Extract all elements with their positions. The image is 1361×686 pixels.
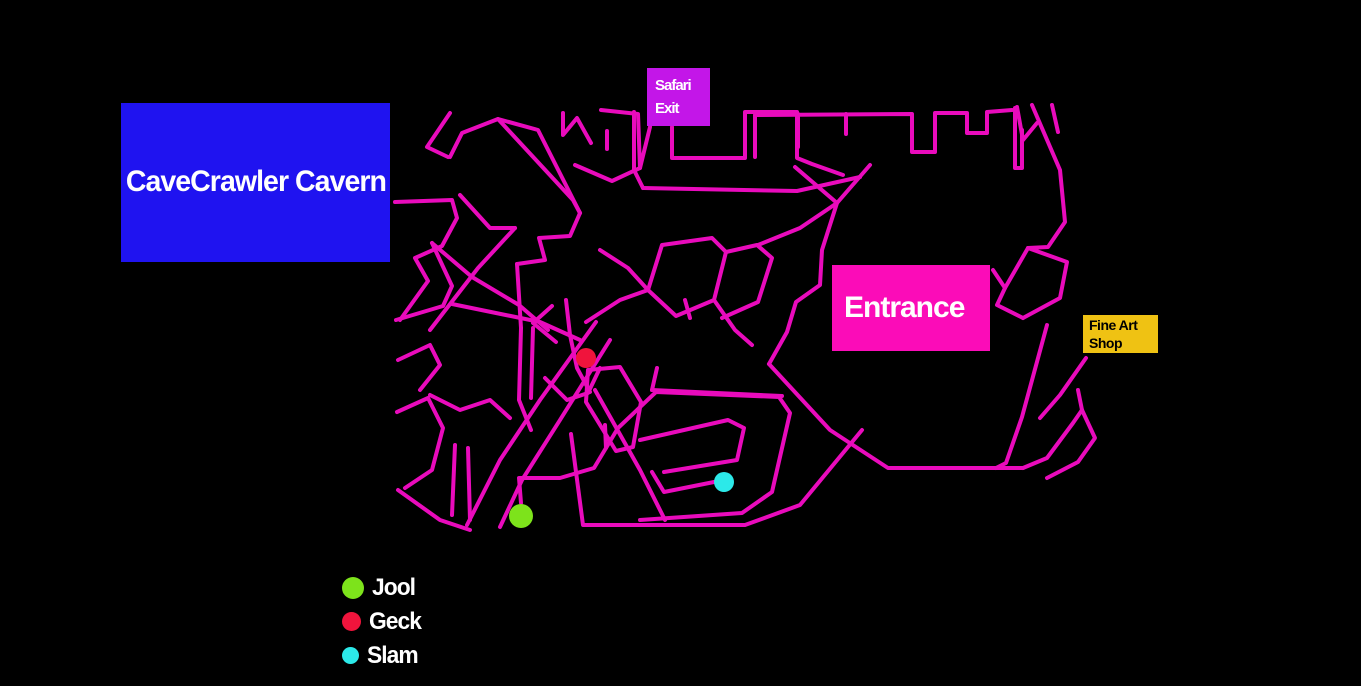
cave-passage-line (1045, 408, 1097, 480)
cave-passage-line (1013, 106, 1024, 170)
cave-passage-line (712, 298, 754, 347)
entrance-box: Entrance (832, 265, 990, 351)
cave-passage-line (561, 111, 593, 145)
jool-legend-label: Jool (372, 573, 416, 601)
marker-jool (509, 504, 533, 528)
cave-passage-line (756, 201, 839, 247)
cave-passage-line (994, 323, 1049, 470)
marker-slam (714, 472, 734, 492)
cave-passage-line (515, 262, 523, 330)
cave-passage-line (425, 111, 452, 159)
cave-passage-line (584, 365, 643, 453)
safari-exit-line1: Safari (655, 76, 692, 94)
cave-passage-line (632, 110, 645, 190)
cave-passage-line (1038, 356, 1088, 420)
cave-passage-line (466, 446, 472, 522)
cave-passage-line (638, 418, 746, 474)
fine-art-line2: Shop (1089, 335, 1123, 351)
cave-passage-line (650, 366, 659, 392)
geck-legend-dot (342, 612, 361, 631)
safari-exit-label: Safari Exit (655, 74, 692, 121)
cave-passage-line (531, 304, 558, 344)
cave-passage-line (616, 390, 792, 522)
cave-passage-line (767, 362, 1025, 470)
cave-passage-line (517, 426, 620, 505)
cave-passage-line (496, 117, 582, 215)
cave-passage-line (394, 241, 454, 322)
cave-passage-line (603, 423, 608, 450)
map-title-box: CaveCrawler Cavern (121, 103, 390, 262)
slam-legend-dot (342, 647, 359, 664)
cave-passage-line (430, 241, 550, 332)
cave-passage-line (396, 488, 472, 532)
map-title: CaveCrawler Cavern (125, 165, 386, 199)
cave-passage-line (450, 443, 457, 517)
safari-exit-box: Safari Exit (647, 68, 710, 126)
cave-passage-line (393, 198, 459, 322)
marker-geck (576, 348, 596, 368)
cave-passage-line (638, 125, 652, 170)
geck-legend-label: Geck (369, 607, 422, 635)
cave-passage-line (450, 302, 582, 342)
cave-passage-line (683, 298, 692, 320)
cave-passage-line (598, 248, 650, 292)
cave-passage-line (1026, 103, 1067, 250)
cave-passage-line (753, 108, 1014, 159)
fine-art-line1: Fine Art (1089, 316, 1138, 333)
cave-passage-line (767, 201, 839, 366)
cave-passage-line (448, 117, 582, 215)
cave-passage-line (458, 193, 517, 230)
cave-passage-line (593, 388, 667, 522)
cave-passage-line (670, 110, 845, 177)
cave-passage-line (650, 470, 716, 494)
slam-legend-label: Slam (367, 641, 419, 669)
legend-row-geck: Geck (342, 607, 424, 635)
cave-passage-line (543, 366, 602, 402)
fine-art-shop-label: Fine Art Shop (1089, 316, 1138, 352)
cave-passage-line (720, 243, 774, 320)
jool-legend-dot (342, 576, 364, 599)
legend: Jool Geck Slam (342, 573, 424, 677)
cave-passage-line (428, 393, 512, 420)
cave-passage-line (515, 211, 582, 266)
cave-passage-line (569, 428, 864, 527)
cave-passage-line (396, 343, 442, 392)
cave-passage-line (991, 268, 1025, 320)
cave-passage-line (1050, 103, 1060, 134)
cave-passage-line (1003, 246, 1069, 320)
cave-passage-line (498, 338, 612, 529)
legend-row-slam: Slam (342, 641, 424, 669)
cave-passage-line (1076, 388, 1084, 412)
safari-exit-line2: Exit (655, 100, 679, 117)
cave-passage-line (641, 175, 862, 193)
legend-row-jool: Jool (342, 573, 424, 601)
fine-art-shop-box: Fine Art Shop (1083, 315, 1158, 353)
cave-passage-line (529, 326, 535, 400)
cave-passage-line (428, 226, 517, 332)
entrance-label: Entrance (844, 290, 965, 324)
cave-passage-line (395, 396, 445, 490)
cave-passage-line (465, 320, 598, 527)
cave-passage-line (1021, 408, 1084, 470)
cave-passage-line (584, 288, 650, 324)
